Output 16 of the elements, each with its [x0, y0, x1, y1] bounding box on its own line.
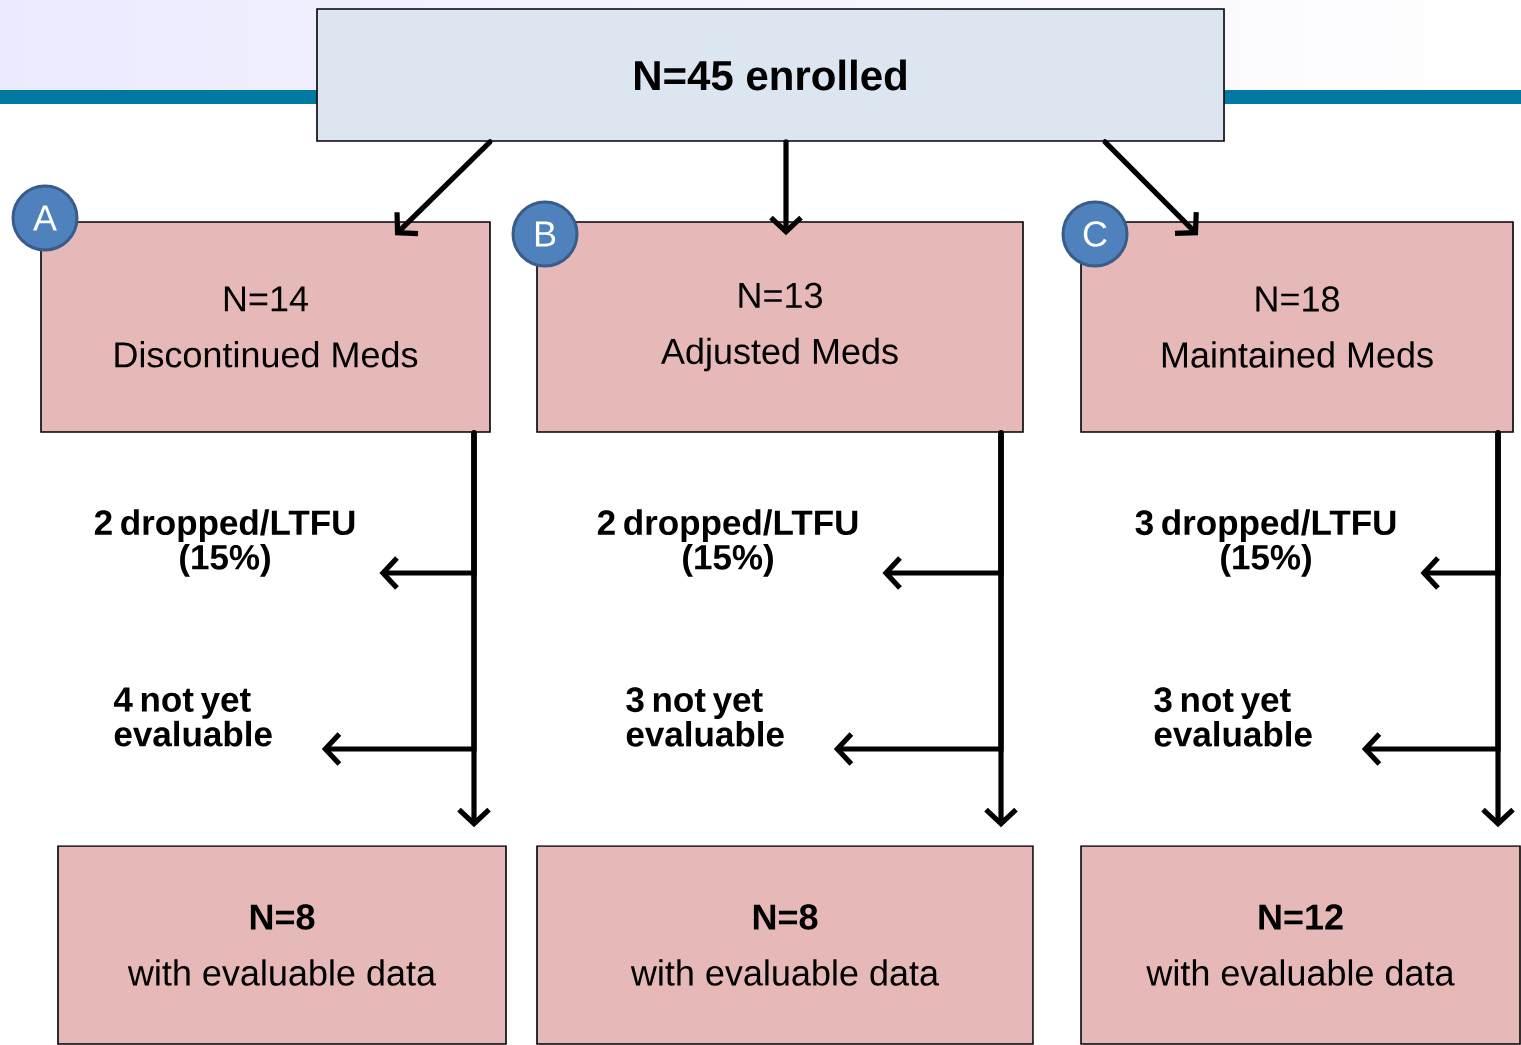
group-box: N=45 enrolled [316, 8, 1225, 142]
outcome-label: 3 not yet evaluable [1154, 687, 1312, 747]
arrow [769, 139, 803, 236]
outcome-label: 3 not yet evaluable [626, 687, 784, 747]
group-box: N=8 with evaluable data [57, 845, 507, 1045]
outcome-label: 2 dropped/LTFU (15%) [94, 509, 355, 577]
group-box: N=12 with evaluable data [1080, 845, 1521, 1045]
arrow [984, 430, 1018, 828]
arrow [1102, 139, 1199, 236]
outcome-label: 2 dropped/LTFU (15%) [597, 509, 858, 577]
outcome-label: 3 dropped/LTFU (15%) [1135, 509, 1396, 577]
outcome-label: 4 not yet evaluable [113, 687, 272, 747]
arrow [457, 430, 491, 828]
arrow [394, 139, 493, 237]
arrow [1481, 430, 1515, 828]
group-box: N=8 with evaluable data [536, 845, 1034, 1045]
